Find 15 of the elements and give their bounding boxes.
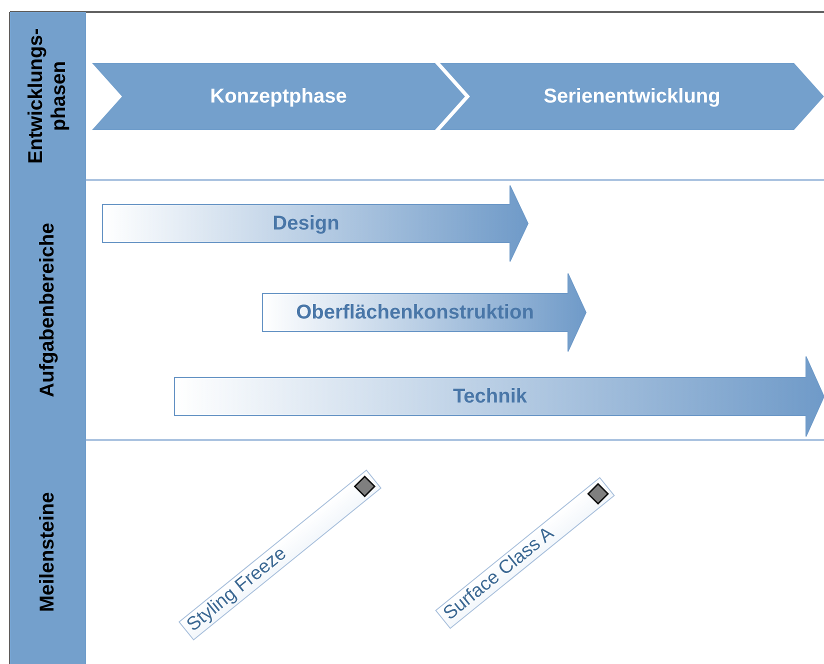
chevron-phase (440, 63, 824, 130)
task-label: Technik (452, 385, 528, 408)
row-header (10, 440, 86, 664)
row-header-label: Entwicklungs- phasen (25, 27, 71, 166)
task-label: Design (272, 212, 340, 235)
chevron-phase (92, 63, 465, 130)
phase-label: Konzeptphase (210, 85, 347, 108)
task-label: Oberflächenkonstruktion (296, 301, 534, 324)
task-bar (262, 273, 586, 352)
row-header (10, 12, 86, 180)
phase-label: Serienentwicklung (544, 85, 720, 108)
task-bar (102, 185, 528, 262)
task-bar (174, 356, 824, 437)
row-header-label: Aufgabenbereiche (36, 222, 60, 400)
row-header-label: Meilensteine (36, 490, 60, 614)
